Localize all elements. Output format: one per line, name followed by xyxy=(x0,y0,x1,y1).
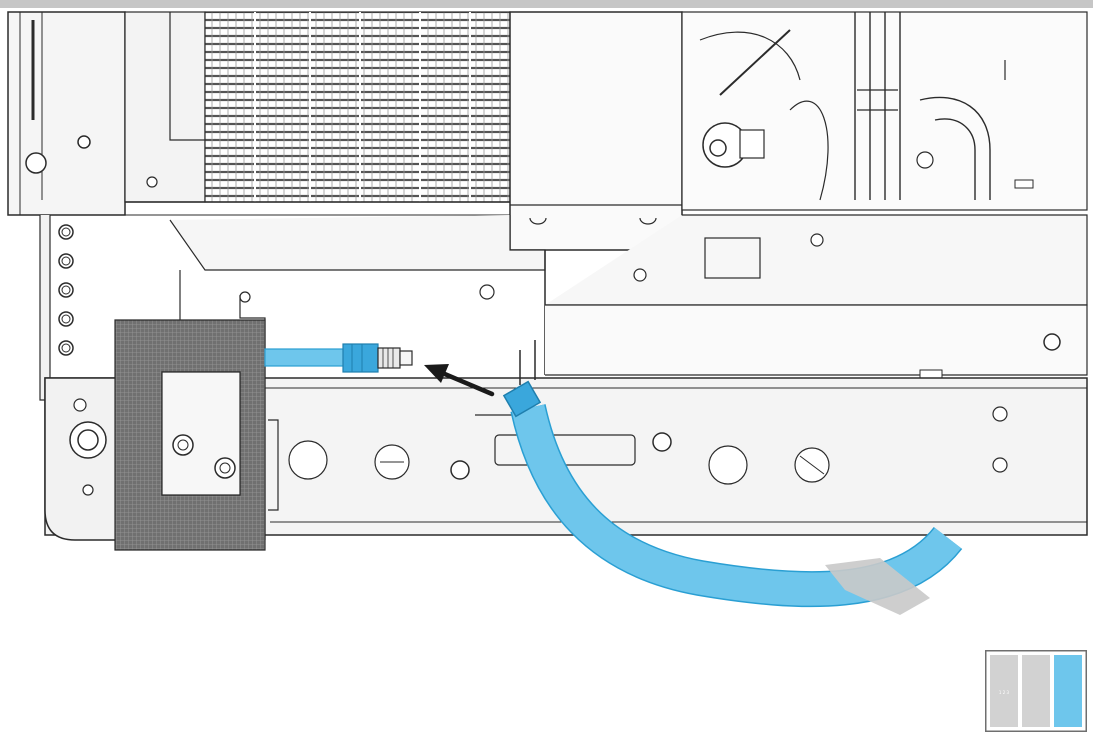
hose-tape xyxy=(825,558,930,615)
water-tube-fitting xyxy=(264,343,413,373)
middle-shelf xyxy=(169,214,1088,383)
step-1 xyxy=(990,655,1018,727)
arrow-icon xyxy=(424,364,495,397)
step-label: 1 2 3 xyxy=(999,690,1010,695)
upper-right-compartment xyxy=(681,11,1088,211)
step-progress-icon: 1 2 3 xyxy=(985,650,1087,732)
left-frame-panel xyxy=(7,11,126,401)
left-bracket xyxy=(44,295,279,551)
top-bar xyxy=(0,0,1093,8)
center-housing xyxy=(509,11,683,251)
step-3 xyxy=(1054,655,1082,727)
blue-hose xyxy=(502,380,963,615)
step-2 xyxy=(1022,655,1050,727)
condenser-grille xyxy=(124,11,511,216)
